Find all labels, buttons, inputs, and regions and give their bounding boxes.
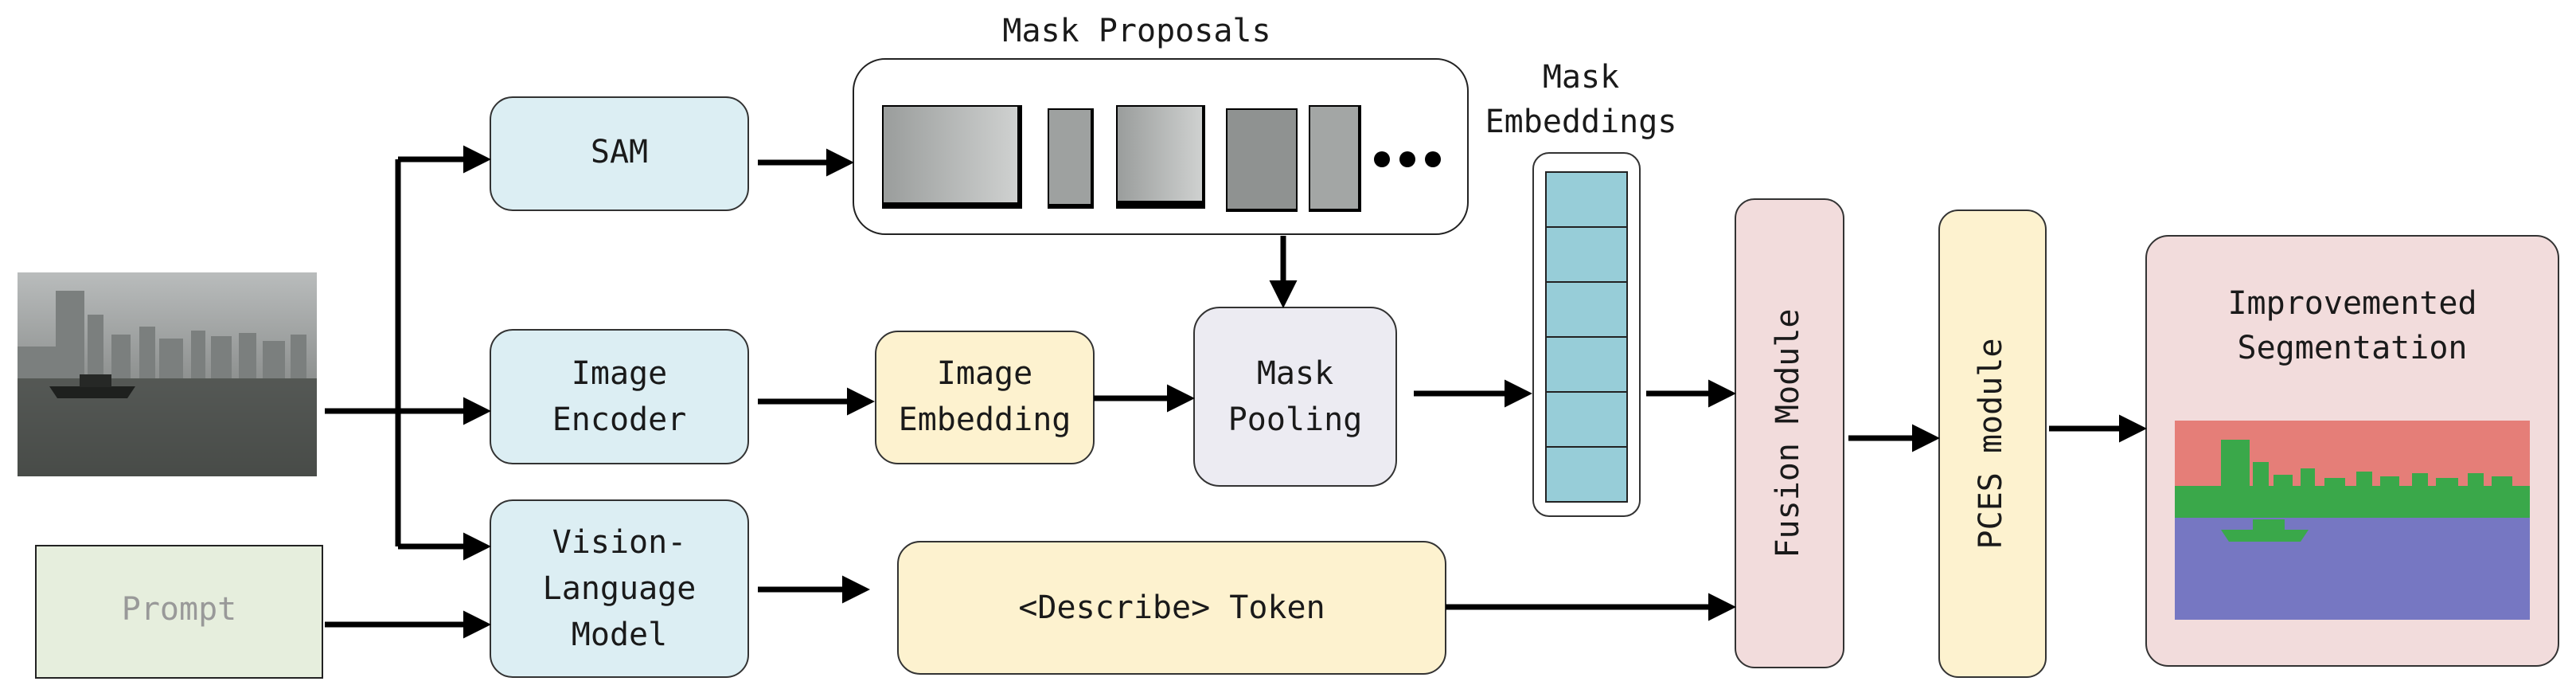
vlm-line2: Language xyxy=(543,570,697,607)
image-encoder-line1: Image xyxy=(572,355,667,392)
mask-pooling-line1: Mask xyxy=(1257,355,1333,392)
mask-embedding-cells xyxy=(1545,171,1628,503)
output-title-line1: Improvemented xyxy=(2227,285,2476,322)
output-title-line2: Segmentation xyxy=(2238,330,2468,366)
sam-label: SAM xyxy=(591,134,648,170)
image-embedding-line2: Embedding xyxy=(899,401,1071,438)
segmentation-image xyxy=(2175,421,2530,620)
mask-embeddings-line2: Embeddings xyxy=(1485,104,1677,140)
fusion-module-label: Fusion Module xyxy=(1770,308,1806,558)
prompt-label: Prompt xyxy=(122,591,237,628)
mask-embedding-cell xyxy=(1545,226,1628,283)
image-encoder-box xyxy=(490,329,749,464)
image-embedding-box xyxy=(875,331,1095,464)
mask-embedding-cell xyxy=(1545,391,1628,448)
mask-embedding-cell xyxy=(1545,336,1628,393)
describe-token-label: <Describe> Token xyxy=(1018,589,1325,626)
mask-proposals-label: Mask Proposals xyxy=(1002,13,1270,49)
mask-embedding-cell xyxy=(1545,446,1628,503)
fusion-module-box xyxy=(1735,198,1844,668)
vlm-box xyxy=(490,499,749,678)
mask-proposal-thumbnails xyxy=(882,105,1361,212)
image-embedding-line1: Image xyxy=(937,355,1032,392)
mask-embedding-cell xyxy=(1545,171,1628,228)
mask-embedding-cell xyxy=(1545,281,1628,338)
vlm-line3: Model xyxy=(572,617,667,653)
more-dots-icon xyxy=(1374,151,1441,167)
mask-pooling-box xyxy=(1193,307,1397,487)
mask-embeddings-line1: Mask xyxy=(1543,59,1619,96)
connectors xyxy=(325,145,2147,639)
input-image xyxy=(18,272,317,476)
image-encoder-line2: Encoder xyxy=(552,401,687,438)
vlm-line1: Vision- xyxy=(552,524,687,561)
prompt-box xyxy=(35,545,323,679)
mask-pooling-line2: Pooling xyxy=(1228,401,1363,438)
pces-module-label: PCES module xyxy=(1973,339,2009,550)
